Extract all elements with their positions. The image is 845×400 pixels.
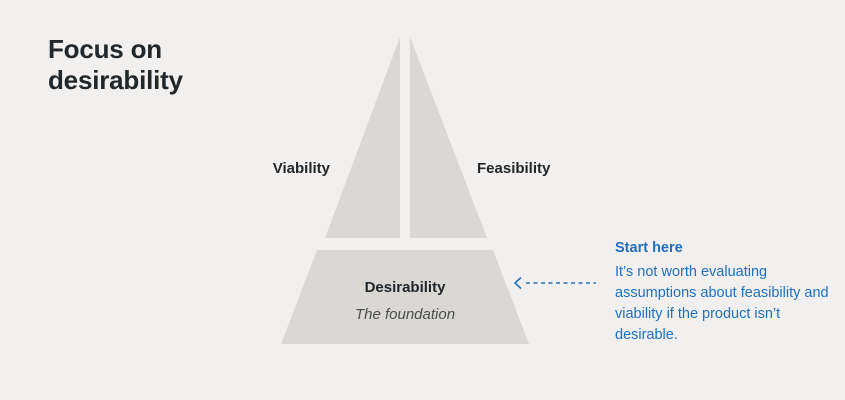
page-title: Focus on desirability <box>48 34 183 95</box>
start-here-annotation: Start here It’s not worth evaluating ass… <box>615 240 835 346</box>
annotation-body: It’s not worth evaluating assumptions ab… <box>615 264 829 344</box>
viability-label: Viability <box>272 160 330 177</box>
annotation-heading: Start here <box>615 240 683 256</box>
feasibility-label: Feasibility <box>477 160 551 177</box>
pyramid-base-shape <box>281 250 529 344</box>
pyramid-top-left-shape <box>325 37 400 238</box>
foundation-sublabel: The foundation <box>354 306 456 323</box>
pyramid-top-right-shape <box>410 37 487 238</box>
dashed-arrow-icon <box>513 276 596 290</box>
desirability-label: Desirability <box>364 279 446 296</box>
